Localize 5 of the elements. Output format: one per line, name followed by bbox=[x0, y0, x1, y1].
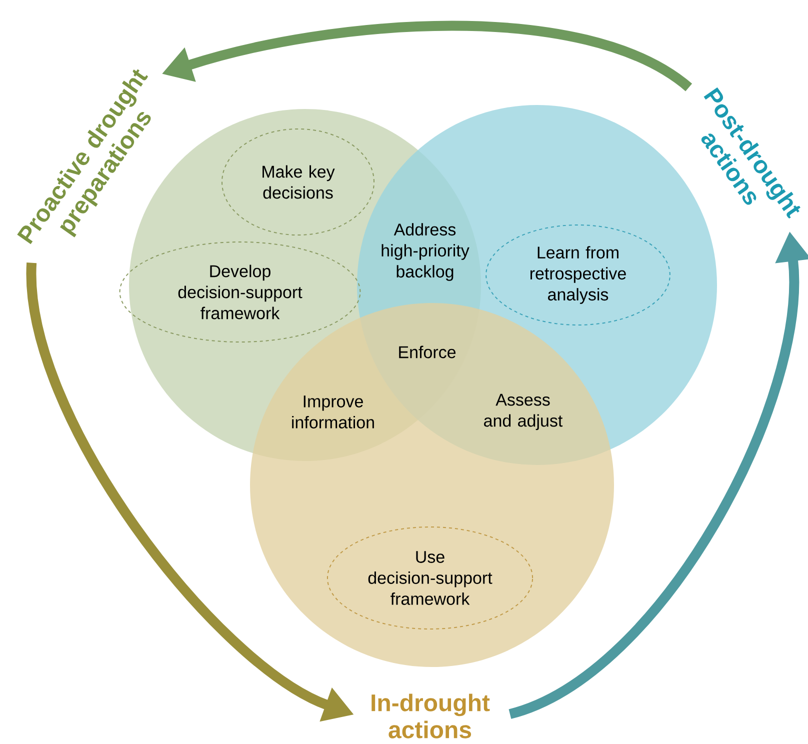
overlap-label: Address high-priority backlog bbox=[382, 223, 470, 281]
overlap-label: Enforce bbox=[399, 346, 456, 358]
overlap-label: Assess and adjust bbox=[484, 394, 563, 430]
phase-label: In-drought actions bbox=[372, 694, 490, 738]
overlap-label: Improve information bbox=[292, 396, 374, 428]
